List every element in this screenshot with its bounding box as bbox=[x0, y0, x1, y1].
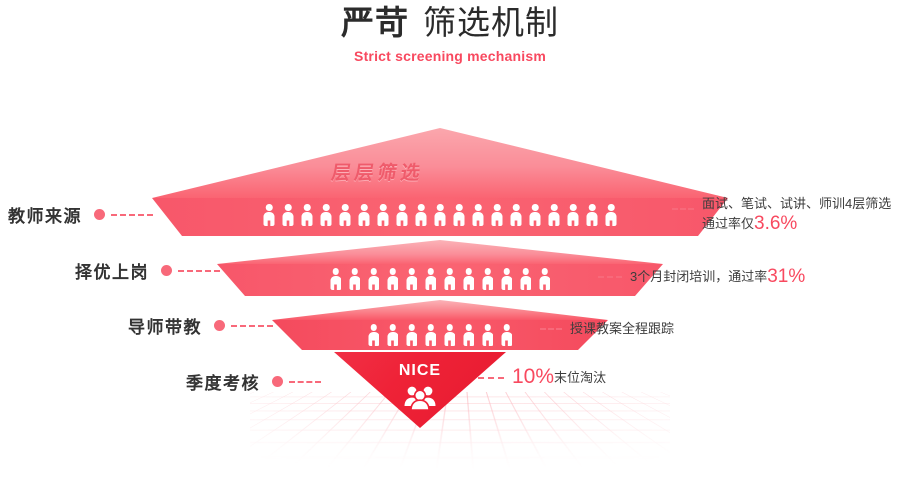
annotation-screening-prefix: 通过率仅 bbox=[702, 216, 755, 231]
connector-dot-3 bbox=[214, 320, 225, 331]
funnel-layer-3-shape bbox=[272, 300, 608, 350]
annotation-lesson-tracking: 授课教案全程跟踪 bbox=[540, 319, 674, 339]
annotation-training-value: 31% bbox=[767, 266, 806, 287]
title-subtitle: Strict screening mechanism bbox=[354, 48, 546, 64]
annotation-training-prefix: 3个月封闭培训，通过率 bbox=[630, 269, 768, 284]
connector-dot-4 bbox=[272, 376, 283, 387]
title-normal-text: 筛选机制 bbox=[423, 4, 559, 41]
sidebar-item-mentor-teaching[interactable]: 导师带教 bbox=[128, 313, 273, 338]
left-label-text-3: 导师带教 bbox=[128, 318, 202, 337]
annotation-screening-line2: 通过率仅3.6% bbox=[702, 214, 891, 234]
funnel-layer-3 bbox=[270, 298, 610, 354]
funnel-layer-1-shape bbox=[152, 128, 728, 236]
sidebar-item-quarterly-review[interactable]: 季度考核 bbox=[186, 369, 321, 394]
funnel-layer-1: 层层筛选 bbox=[150, 120, 730, 240]
connector-dash-2 bbox=[178, 269, 220, 272]
left-label-text-4: 季度考核 bbox=[186, 374, 260, 393]
connector-dash-3 bbox=[231, 324, 273, 327]
annotation-training-text: 3个月封闭培训，通过率31% bbox=[630, 267, 805, 287]
title-main-line: 严苛筛选机制 bbox=[0, 2, 900, 44]
annotation-screening-value: 3.6% bbox=[754, 213, 798, 234]
annotation-elimination-suffix: 末位淘汰 bbox=[554, 370, 607, 385]
funnel-tip-shape bbox=[334, 352, 506, 428]
annotation-screening-line1: 面试、笔试、试讲、师训4层筛选 bbox=[702, 196, 892, 211]
annotation-screening-text: 面试、笔试、试讲、师训4层筛选 通过率仅3.6% bbox=[702, 194, 891, 234]
sidebar-item-select-best[interactable]: 择优上岗 bbox=[75, 258, 220, 283]
funnel-layer-4-tip: NICE bbox=[330, 350, 510, 430]
connector-dash-right-2 bbox=[598, 276, 622, 278]
connector-dash-1 bbox=[111, 213, 153, 216]
annotation-training: 3个月封闭培训，通过率31% bbox=[598, 267, 805, 287]
funnel-layer-2 bbox=[215, 238, 665, 300]
page-title: 严苛筛选机制 Strict screening mechanism bbox=[0, 2, 900, 64]
left-label-text-1: 教师来源 bbox=[8, 207, 82, 226]
connector-dot-2 bbox=[161, 265, 172, 276]
connector-dash-4 bbox=[289, 380, 321, 383]
connector-dash-right-1 bbox=[672, 208, 694, 210]
connector-dot-1 bbox=[94, 209, 105, 220]
annotation-elimination-value: 10% bbox=[512, 365, 555, 388]
annotation-elimination-text: 10%末位淘汰 bbox=[512, 365, 607, 388]
sidebar-item-teacher-source[interactable]: 教师来源 bbox=[8, 202, 153, 227]
left-label-text-2: 择优上岗 bbox=[75, 263, 149, 282]
annotation-elimination: 10%末位淘汰 bbox=[478, 365, 607, 388]
funnel-layer-2-shape bbox=[217, 240, 663, 296]
connector-dash-right-4 bbox=[478, 376, 504, 379]
title-strong-text: 严苛 bbox=[341, 4, 409, 41]
connector-dash-right-3 bbox=[540, 328, 562, 330]
annotation-lesson-tracking-text: 授课教案全程跟踪 bbox=[570, 321, 675, 336]
annotation-screening: 面试、笔试、试讲、师训4层筛选 通过率仅3.6% bbox=[672, 194, 891, 234]
